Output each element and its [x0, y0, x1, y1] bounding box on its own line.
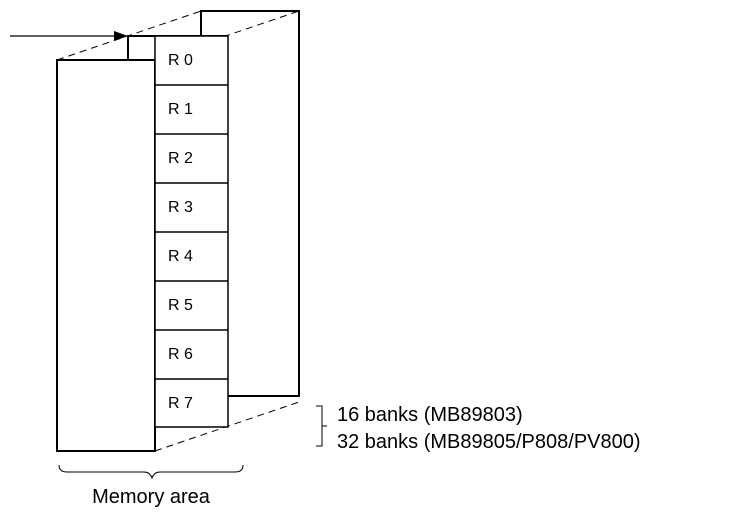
- register-label-r4: R 4: [168, 248, 193, 265]
- bank-bracket: [316, 405, 323, 447]
- perspective-line-top-left: [56, 10, 202, 61]
- register-label-r5: R 5: [168, 297, 193, 314]
- register-label-r2: R 2: [168, 150, 193, 167]
- register-label-r6: R 6: [168, 346, 193, 363]
- register-label-r3: R 3: [168, 199, 193, 216]
- front-bank-rect: [56, 59, 156, 452]
- memory-area-label: Memory area: [92, 486, 211, 508]
- bank-count-note-32: 32 banks (MB89805/P808/PV800): [337, 431, 641, 453]
- register-label-r0: R 0: [168, 52, 193, 69]
- bank-count-note-16: 16 banks (MB89803): [337, 404, 523, 426]
- register-label-r1: R 1: [168, 101, 193, 118]
- register-label-r7: R 7: [168, 395, 193, 412]
- memory-area-brace: [58, 464, 244, 480]
- pointer-arrowhead: [114, 31, 128, 41]
